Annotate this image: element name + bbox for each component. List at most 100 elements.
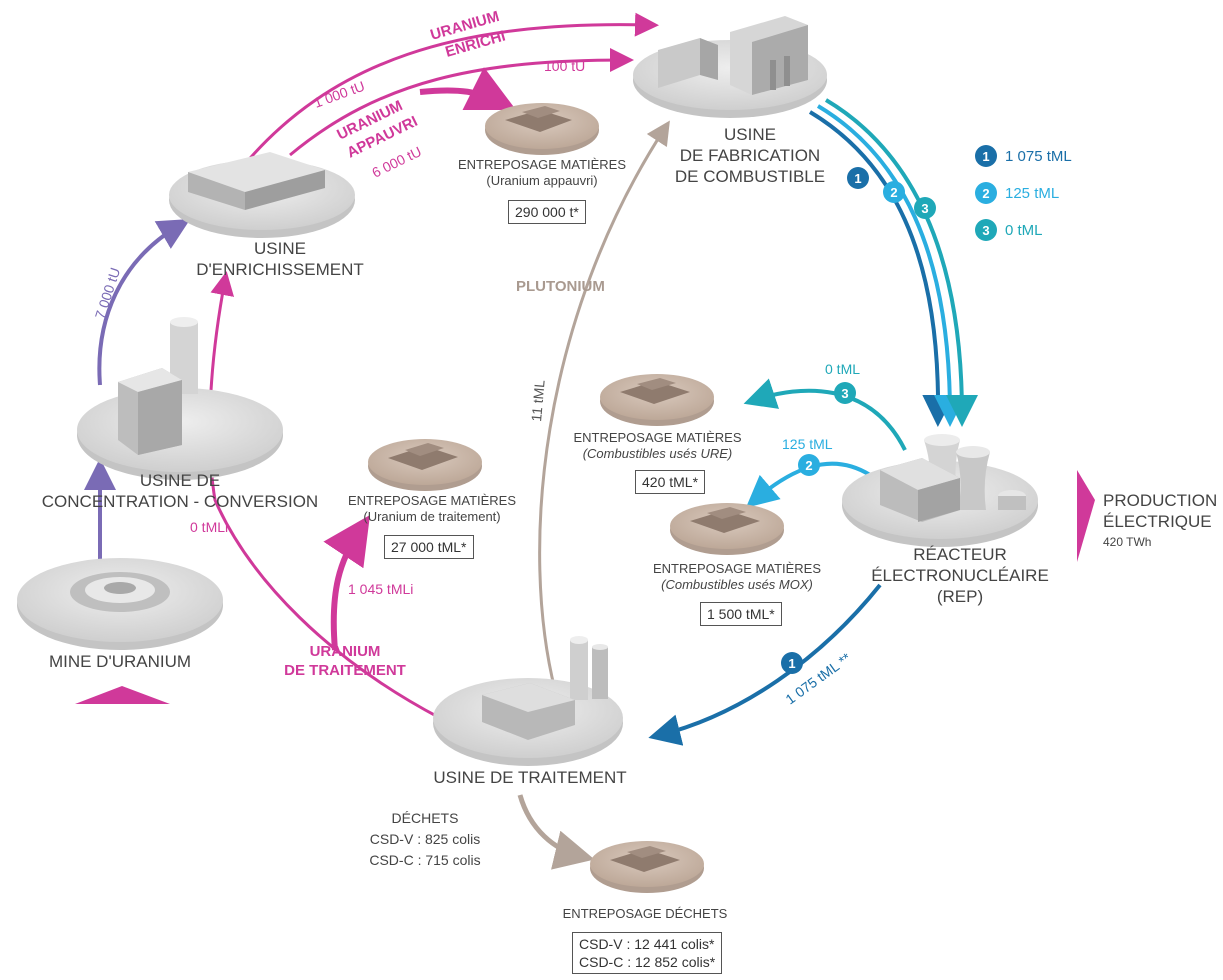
flow-label-reprocessed-1: URANIUM (309, 643, 381, 660)
legend-value-3: 0 tML (1005, 221, 1043, 239)
flow-fuel-2 (816, 104, 966, 427)
legend-item-2: 2 125 tML (975, 182, 1059, 204)
storage-ure-platform (600, 374, 714, 426)
mine-label-text: MINE D'URANIUM (48, 652, 192, 671)
flow-conversion-to-enrichment (97, 218, 191, 386)
fabrication-label-l3: DE COMBUSTIBLE (674, 167, 826, 186)
flow-label-reprocessed-2: DE TRAITEMENT (284, 662, 406, 679)
badge-1-treatment: 1 (781, 652, 803, 674)
storage-reprocessed-platform (368, 439, 482, 491)
enrichment-label-l1: USINE (254, 239, 306, 258)
mine-label: MINE D'URANIUM (20, 651, 220, 672)
legend-badge-2: 2 (975, 182, 997, 204)
flow-waste (517, 794, 595, 870)
flow-spent-ure (743, 378, 907, 451)
production-label-l1: PRODUCTION (1103, 491, 1218, 510)
storage-depleted-title: ENTREPOSAGE MATIÈRES (457, 157, 627, 172)
conversion-label-l1: USINE DE (139, 471, 221, 490)
storage-depleted-label: ENTREPOSAGE MATIÈRES (Uranium appauvri) (452, 157, 632, 189)
storage-mox-label: ENTREPOSAGE MATIÈRES (Combustibles usés … (642, 561, 832, 593)
waste-output-title: DÉCHETS (391, 810, 459, 826)
flow-reprocessed-to-storage (323, 515, 370, 651)
svg-text:1: 1 (788, 656, 795, 671)
storage-reprocessed-title: ENTREPOSAGE MATIÈRES (347, 493, 517, 508)
storage-waste-platform (590, 841, 704, 893)
flow-label-plutonium-flow: 11 tML (528, 379, 548, 422)
storage-waste-label: ENTREPOSAGE DÉCHETS (555, 906, 735, 922)
svg-text:1: 1 (854, 171, 861, 186)
flow-label-reprocessed: URANIUM DE TRAITEMENT (270, 642, 420, 680)
storage-waste-title: ENTREPOSAGE DÉCHETS (562, 906, 728, 921)
production-arrow (1077, 470, 1095, 562)
waste-output-line-2: CSD-C : 715 colis (369, 852, 481, 868)
flow-depleted (419, 67, 517, 111)
storage-mox-title: ENTREPOSAGE MATIÈRES (652, 561, 822, 576)
fabrication-platform (633, 16, 827, 118)
flow-treatment-to-conversion (208, 271, 441, 720)
reactor-label-l2: ÉLECTRONUCLÉAIRE (871, 566, 1049, 585)
legend-value-1: 1 075 tML (1005, 147, 1072, 165)
storage-reprocessed-value: 27 000 tML* (384, 535, 474, 559)
storage-mox-value: 1 500 tML* (700, 602, 782, 626)
flow-label-rep-to-storage: 1 045 tMLi (348, 581, 414, 597)
legend-badge-1: 1 (975, 145, 997, 167)
conversion-label: USINE DE CONCENTRATION - CONVERSION (30, 470, 330, 512)
waste-output: DÉCHETS CSD-V : 825 colis CSD-C : 715 co… (340, 808, 510, 871)
flow-spent-treatment (648, 583, 882, 746)
reactor-label: RÉACTEUR ÉLECTRONUCLÉAIRE (REP) (860, 544, 1060, 607)
legend-value-2: 125 tML (1005, 184, 1060, 202)
storage-depleted-subtitle: (Uranium appauvri) (486, 173, 598, 188)
svg-text:2: 2 (890, 185, 897, 200)
storage-reprocessed-label: ENTREPOSAGE MATIÈRES (Uranium de traitem… (342, 493, 522, 525)
mine-platform (17, 558, 223, 650)
treatment-label-text: USINE DE TRAITEMENT (433, 768, 627, 787)
svg-text:3: 3 (841, 386, 848, 401)
storage-mox-platform (670, 503, 784, 555)
legend-item-3: 3 0 tML (975, 219, 1043, 241)
fabrication-label-l2: DE FABRICATION (679, 146, 821, 165)
treatment-label: USINE DE TRAITEMENT (430, 767, 630, 788)
reactor-platform (842, 434, 1038, 547)
badge-1-fuel: 1 (847, 167, 869, 189)
storage-waste-value: CSD-V : 12 441 colis* CSD-C : 12 852 col… (572, 932, 723, 974)
treatment-platform (433, 636, 623, 766)
storage-reprocessed-subtitle: (Uranium de traitement) (363, 509, 501, 524)
enrichment-label-l2: D'ENRICHISSEMENT (196, 260, 364, 279)
svg-text:3: 3 (921, 201, 928, 216)
svg-text:2: 2 (805, 458, 812, 473)
fabrication-label-l1: USINE (724, 125, 776, 144)
flow-plutonium (538, 120, 670, 691)
flow-label-mox: 125 tML (782, 436, 833, 452)
waste-output-line-1: CSD-V : 825 colis (369, 831, 481, 847)
flow-fuel-1 (808, 110, 955, 427)
production-value: 420 TWh (1103, 535, 1152, 549)
flow-enriched-outer (238, 12, 659, 171)
storage-depleted-value: 290 000 t* (508, 200, 586, 224)
storage-ure-title: ENTREPOSAGE MATIÈRES (573, 430, 742, 445)
fabrication-label: USINE DE FABRICATION DE COMBUSTIBLE (650, 124, 850, 187)
badge-3-ure: 3 (834, 382, 856, 404)
storage-ure-subtitle: (Combustibles usés URE) (582, 446, 733, 461)
enrichment-label: USINE D'ENRICHISSEMENT (190, 238, 370, 280)
mine-triangle (75, 686, 170, 704)
legend-item-1: 1 1 075 tML (975, 145, 1072, 167)
enrichment-platform (169, 152, 355, 238)
flow-label-enrich-in: 1 000 tU (312, 78, 367, 111)
flow-enriched-inner (289, 48, 634, 157)
flow-label-ure: 0 tML (825, 361, 861, 377)
legend-badge-3: 3 (975, 219, 997, 241)
flow-label-ret-to-conv: 0 tMLi (190, 519, 229, 535)
badge-3-fuel: 3 (914, 197, 936, 219)
storage-waste-value-1: CSD-V : 12 441 colis* (579, 936, 715, 952)
storage-ure-value: 420 tML* (635, 470, 706, 494)
flow-label-conv-to-enrich: 7 000 tU (92, 266, 124, 321)
storage-depleted-platform (485, 103, 599, 155)
storage-waste-value-2: CSD-C : 12 852 colis* (579, 954, 716, 970)
conversion-label-l2: CONCENTRATION - CONVERSION (41, 492, 319, 511)
badge-2-mox: 2 (798, 454, 820, 476)
reactor-label-l1: RÉACTEUR (913, 545, 1007, 564)
flow-label-plutonium: PLUTONIUM (516, 278, 605, 295)
storage-ure-label: ENTREPOSAGE MATIÈRES (Combustibles usés … (570, 430, 745, 462)
storage-mox-subtitle: (Combustibles usés MOX) (661, 577, 813, 592)
